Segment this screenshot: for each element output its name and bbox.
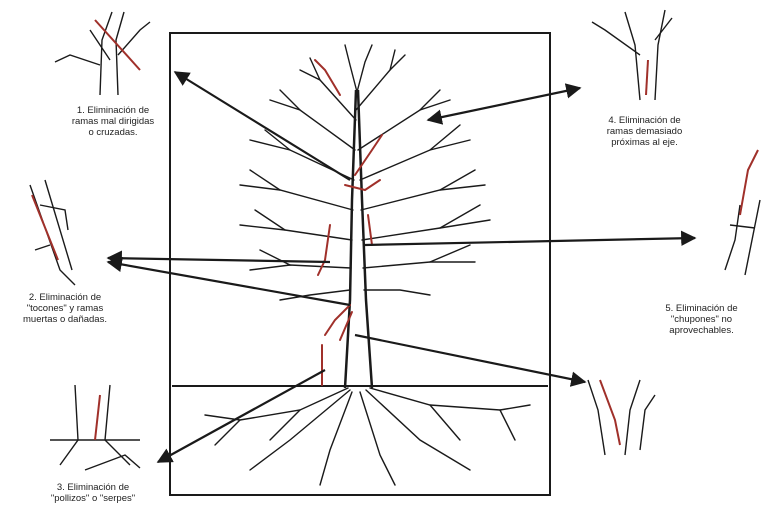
central-frame: [170, 33, 550, 495]
vignette-1-crossed-branches: [55, 12, 150, 95]
caption-5-line-2: "chupones" no: [638, 314, 765, 325]
tree-roots: [205, 388, 530, 485]
caption-5-line-1: Eliminación de: [676, 303, 738, 314]
vignette-4-close-branches: [592, 10, 672, 100]
caption-1-line-1: Eliminación de: [87, 105, 149, 116]
caption-4-line-2: ramas demasiado: [582, 126, 707, 137]
vignette-3-root-suckers: [50, 385, 140, 470]
caption-5: 5. Eliminación de "chupones" no aprovech…: [638, 303, 765, 336]
caption-3: 3. Eliminación de "pollizos" o "serpes": [28, 482, 158, 504]
arrow-5: [365, 238, 695, 245]
caption-2: 2. Eliminación de "tocones" y ramas muer…: [0, 292, 130, 325]
caption-1-line-2: ramas mal dirigidas: [48, 116, 178, 127]
caption-4-line-1: Eliminación de: [619, 115, 681, 126]
arrow-1: [175, 72, 350, 180]
vignette-2-stumps: [30, 180, 75, 285]
caption-5-number: 5.: [665, 303, 673, 314]
caption-1-number: 1.: [77, 105, 85, 116]
arrow-2b: [108, 262, 350, 305]
caption-1-line-3: o cruzadas.: [48, 127, 178, 138]
caption-4: 4. Eliminación de ramas demasiado próxim…: [582, 115, 707, 148]
vignette-6-sprouts: [588, 380, 655, 455]
caption-2-line-2: "tocones" y ramas: [0, 303, 130, 314]
caption-5-line-3: aprovechables.: [638, 325, 765, 336]
vignette-5-water-sprouts: [725, 150, 760, 275]
caption-4-line-3: próximas al eje.: [582, 137, 707, 148]
caption-2-number: 2.: [29, 292, 37, 303]
caption-4-number: 4.: [608, 115, 616, 126]
caption-1: 1. Eliminación de ramas mal dirigidas o …: [48, 105, 178, 138]
caption-2-line-1: Eliminación de: [39, 292, 101, 303]
arrow-3: [158, 370, 325, 462]
arrow-4: [428, 88, 580, 120]
arrow-2a: [108, 258, 330, 262]
caption-3-line-2: "pollizos" o "serpes": [28, 493, 158, 504]
caption-2-line-3: muertas o dañadas.: [0, 314, 130, 325]
caption-3-number: 3.: [57, 482, 65, 493]
caption-3-line-1: Eliminación de: [67, 482, 129, 493]
